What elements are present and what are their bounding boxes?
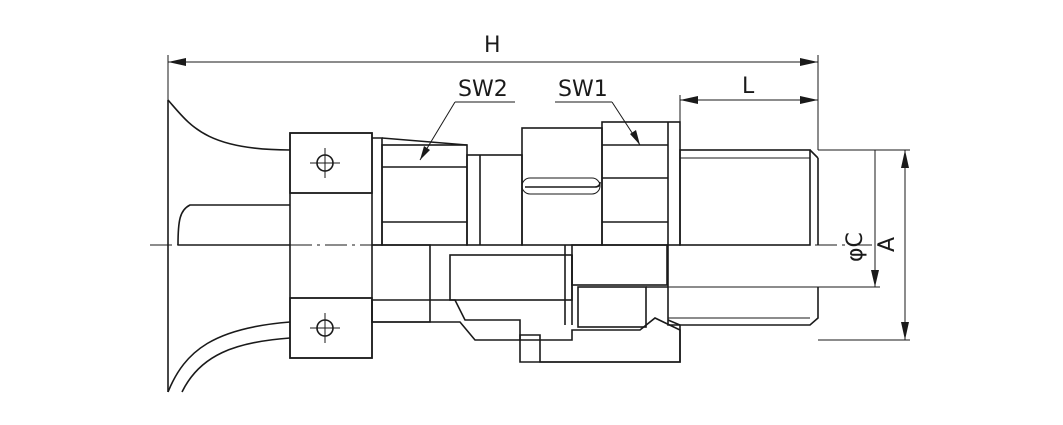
label-phi-c: φC [843, 232, 868, 262]
dimension-h: H [167, 33, 819, 150]
label-l: L [742, 74, 755, 99]
label-a: A [875, 237, 900, 252]
dimension-a: A [818, 149, 910, 341]
label-sw2: SW2 [458, 77, 508, 102]
leader-sw2: SW2 [419, 77, 515, 161]
threaded-spigot [667, 149, 819, 326]
leader-sw1: SW1 [555, 77, 641, 146]
intermediate-sleeve [449, 154, 573, 325]
label-sw1: SW1 [558, 77, 608, 102]
hose-bell [167, 99, 291, 393]
sw1-nut [519, 121, 681, 363]
clamp-ring [289, 132, 373, 359]
sealing-insert [571, 244, 668, 328]
dimension-l: L [679, 74, 818, 122]
hose-adapter-body [371, 137, 521, 341]
dimension-phi-c: φC [818, 149, 880, 288]
label-h: H [484, 33, 501, 58]
